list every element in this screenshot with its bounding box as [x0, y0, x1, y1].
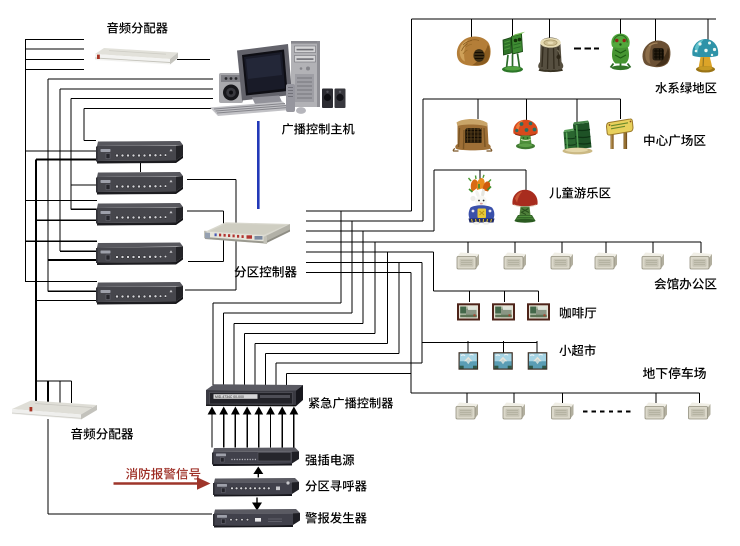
svg-text:MID-4734C 00-000: MID-4734C 00-000 [215, 395, 244, 399]
